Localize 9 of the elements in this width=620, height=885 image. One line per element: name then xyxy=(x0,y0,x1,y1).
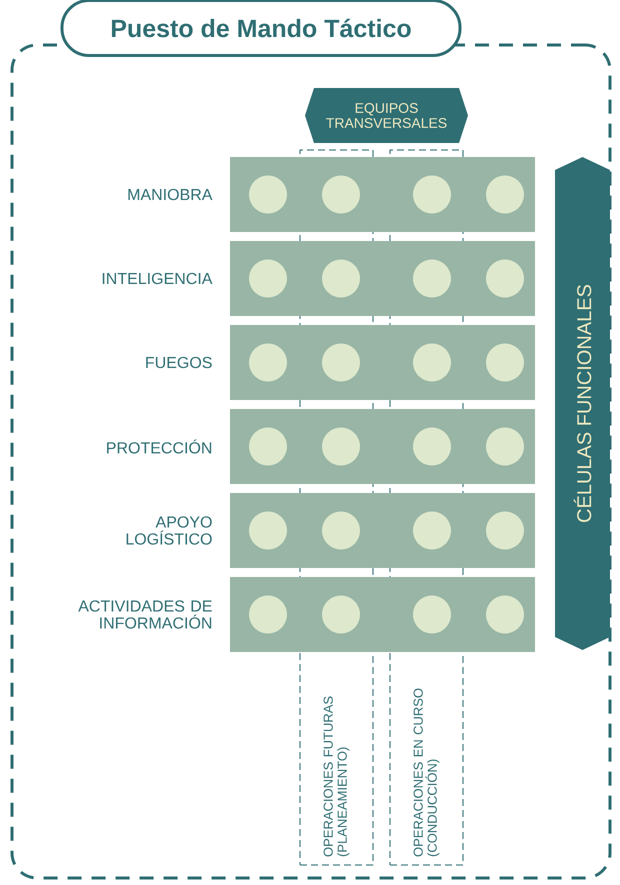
row-label: MANIOBRA xyxy=(128,188,212,200)
row-label: PROTECCIÓN xyxy=(107,439,212,454)
banner-hexagon: EQUIPOS TRANSVERSALES xyxy=(305,88,468,143)
row-label: APOYO LOGÍSTICO xyxy=(126,516,212,545)
node-label: CÉLULAS FUNCIONALES xyxy=(574,284,592,522)
row-label: ACTIVIDADES DE INFORMACIÓN xyxy=(78,600,212,629)
row-label: INTELIGENCIA xyxy=(102,272,212,284)
title-pill: Puesto de Mando Táctico xyxy=(60,0,462,57)
row-label: FUEGOS xyxy=(146,356,212,368)
